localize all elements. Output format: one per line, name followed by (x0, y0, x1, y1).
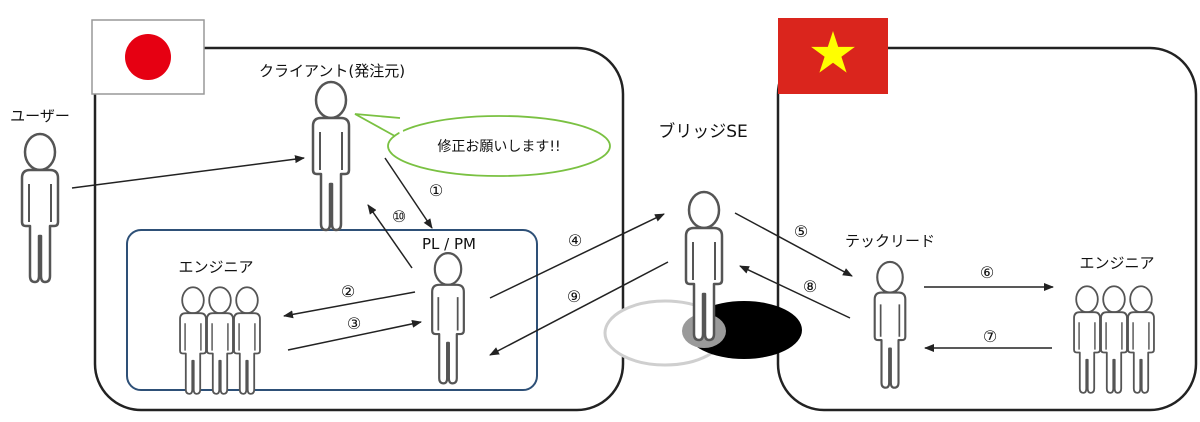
step-3: ③ (347, 314, 361, 333)
step-5: ⑤ (794, 222, 808, 241)
client-label: クライアント(発注元) (259, 62, 405, 80)
step-4: ④ (568, 231, 582, 250)
pl-pm-figure (431, 252, 465, 385)
japan-flag-icon (91, 19, 205, 95)
engineer-jp-figure-3 (233, 286, 261, 395)
engineer-jp-figure-1 (179, 286, 207, 395)
vietnam-region (776, 46, 1198, 412)
step-1: ① (429, 181, 443, 200)
step-9: ⑨ (567, 287, 581, 306)
arrow-step-10 (367, 204, 413, 269)
engineer-jp-figure-2 (206, 286, 234, 395)
arrow-step-4 (489, 213, 665, 299)
client-figure (311, 80, 351, 232)
tech-lead-label: テックリード (845, 232, 935, 250)
step-6: ⑥ (980, 263, 994, 282)
speech-text: 修正お願いします!! (437, 139, 560, 155)
speech-bubble-tail (354, 113, 403, 141)
japan-region (93, 46, 625, 412)
team-box (126, 229, 538, 391)
vietnam-flag-icon (778, 18, 888, 94)
step-7: ⑦ (983, 327, 997, 346)
engineer-jp-label: エンジニア (178, 258, 253, 276)
arrow-step-8 (739, 265, 851, 319)
pl-pm-label: PL / PM (422, 235, 476, 253)
speech-bubble (387, 115, 611, 177)
tech-lead-figure (873, 260, 907, 389)
engineer-vn-figure-2 (1100, 285, 1128, 394)
engineer-vn-label: エンジニア (1079, 254, 1154, 272)
engineer-vn-figure-3 (1127, 285, 1155, 394)
step-2: ② (341, 282, 355, 301)
step-8: ⑧ (803, 277, 817, 296)
user-label: ユーザー (10, 107, 70, 125)
step-10: ⑩ (392, 207, 406, 226)
bridge-se-label: ブリッジSE (658, 121, 748, 142)
arrow-user-to-client (71, 155, 305, 189)
arrow-step-1 (384, 157, 433, 229)
user-figure (20, 132, 60, 284)
arrow-step-3 (287, 319, 422, 351)
arrow-step-2 (283, 291, 416, 319)
arrow-step-5 (734, 212, 853, 277)
arrow-step-9 (489, 261, 669, 356)
engineer-vn-figure-1 (1073, 285, 1101, 394)
